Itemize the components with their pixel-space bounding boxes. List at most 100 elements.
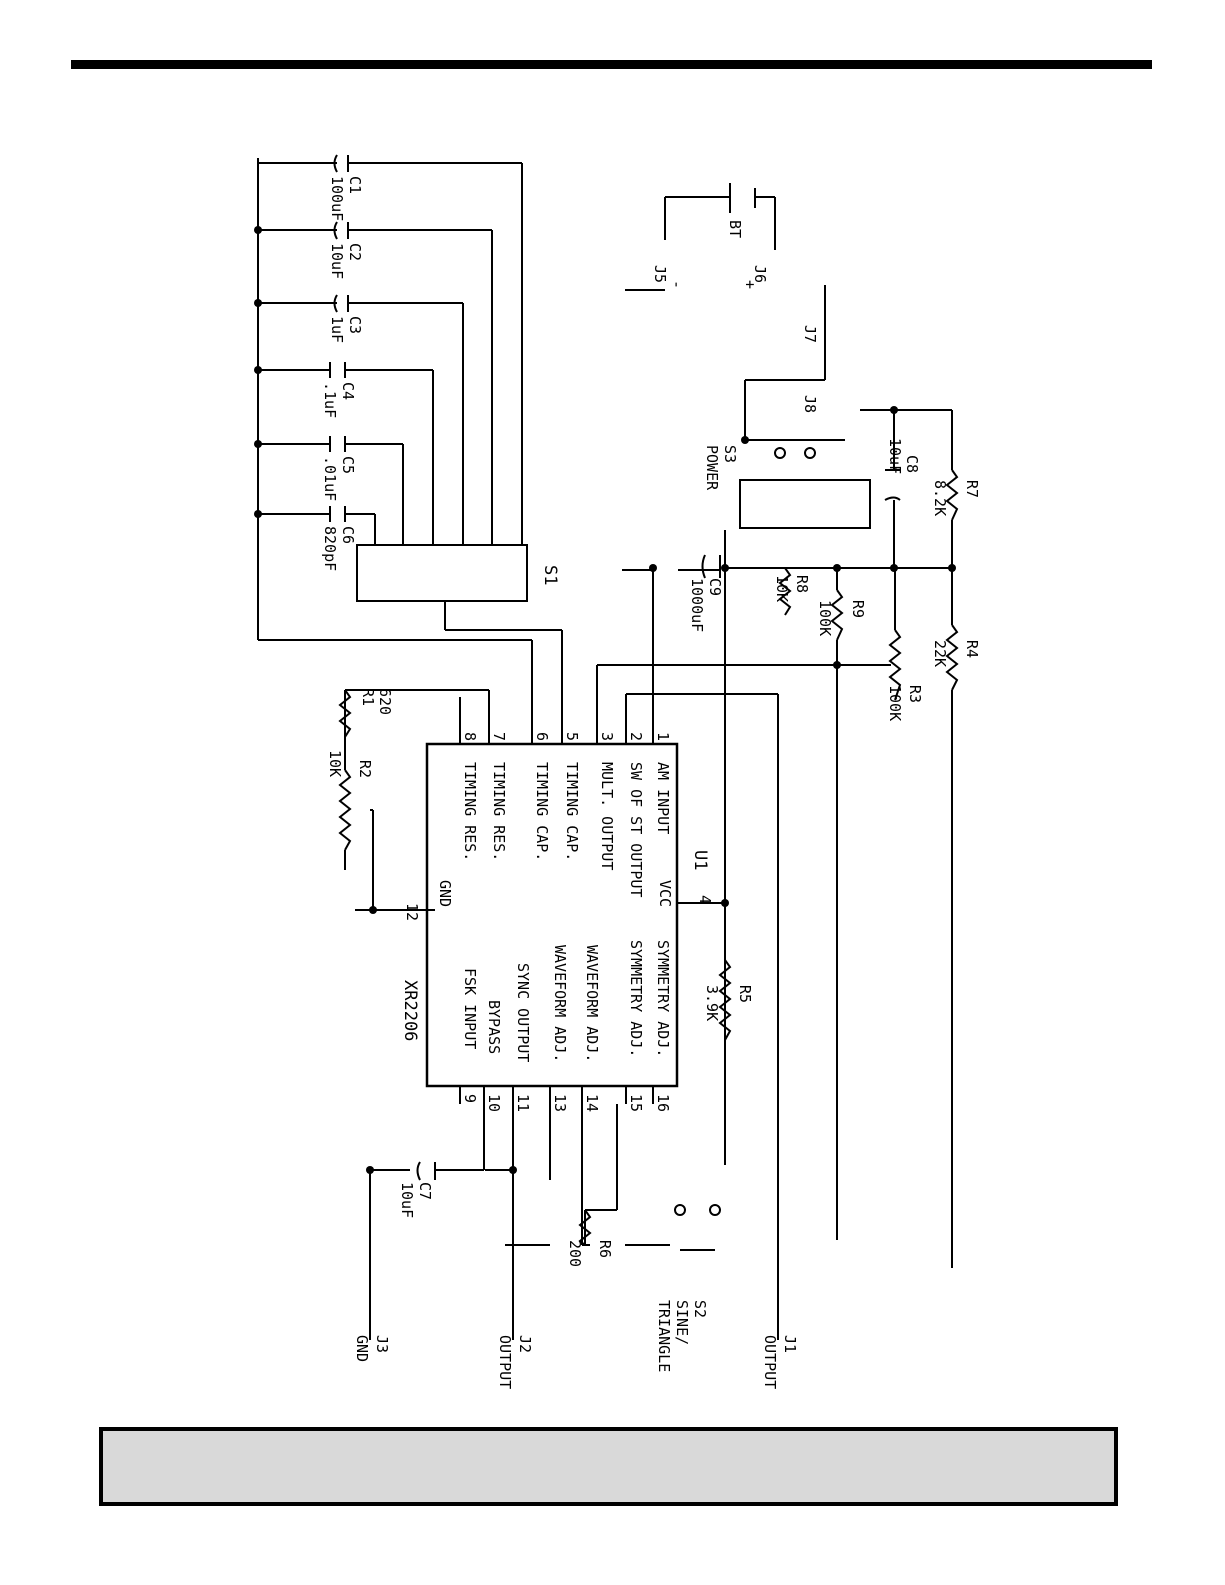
pin-name: WAVEFORM ADJ. [551, 945, 569, 1062]
pin-name: TIMING RES. [490, 762, 508, 861]
jack-j6: J6+ [741, 265, 769, 289]
schematic-label: 10uF [328, 243, 346, 279]
pin-num-gnd: 12 [403, 903, 421, 921]
schematic-label: J1 [781, 1335, 799, 1353]
pin-name: TIMING CAP. [533, 762, 551, 861]
pin-num: 14 [583, 1094, 601, 1112]
schematic-label: 820pF [321, 526, 339, 571]
pin-num: 6 [533, 732, 551, 741]
pin-name: AM INPUT [654, 762, 672, 834]
s1-label: S1 [540, 565, 560, 585]
cap-c3: C3 1uF [328, 294, 364, 343]
vcc-label: VCC [656, 880, 674, 907]
schematic-label: R9 [849, 600, 867, 618]
schematic-label: 22K [931, 640, 949, 667]
res-r7: R78.2K [931, 469, 981, 521]
schematic-label: S3 [721, 445, 739, 463]
cap-c6: C6 820pF [321, 506, 357, 571]
pin-num: 16 [654, 1094, 672, 1112]
s3-power-switch: S3 POWER [703, 445, 871, 529]
schematic-rotated: 1 AM INPUT 2 SW OF ST OUTPUT 3 MULT. OUT… [254, 154, 981, 1389]
schematic-label: J3 [373, 1335, 391, 1353]
schematic-label: .1uF [321, 382, 339, 418]
schematic-label: R6 [596, 1240, 614, 1258]
schematic-label: S2 [691, 1300, 709, 1318]
ic-body [425, 742, 679, 1088]
pin-name: MULT. OUTPUT [598, 762, 616, 870]
cap-c4: C4 .1uF [321, 362, 357, 418]
schematic-label: OUTPUT [496, 1335, 514, 1389]
schematic-label: .01uF [321, 456, 339, 501]
schematic-label: R4 [963, 640, 981, 658]
schematic-label: 620 [376, 688, 394, 715]
schematic-label: C9 [706, 578, 724, 596]
s1-switch [356, 544, 528, 602]
pin-name: SYMMETRY ADJ. [654, 940, 672, 1057]
schematic-label: 3.9K [703, 985, 721, 1021]
schematic-label: J7 [801, 325, 819, 343]
caption-text [103, 1431, 1114, 1447]
schematic-label: C2 [346, 243, 364, 261]
schematic-label: 10uF [398, 1182, 416, 1218]
jack-j5: J5- [651, 265, 686, 289]
cap-c7: C7 10uF [398, 1161, 436, 1218]
pin-num: 1 [654, 732, 672, 741]
schematic-label: TRIANGLE [655, 1300, 673, 1372]
pin-num: 15 [627, 1094, 645, 1112]
pin-num: 7 [490, 732, 508, 741]
schematic-label: J8 [801, 395, 819, 413]
schematic-label: 100uF [328, 176, 346, 221]
pin-num: 2 [627, 732, 645, 741]
pin-num: 5 [563, 732, 581, 741]
schematic-label: 10K [773, 575, 791, 602]
schematic-label: C8 [903, 455, 921, 473]
ic-left-pins: 1 AM INPUT 2 SW OF ST OUTPUT 3 MULT. OUT… [461, 732, 672, 897]
schematic-label: 100K [816, 600, 834, 636]
pin-num: 13 [551, 1094, 569, 1112]
top-rule [71, 60, 1152, 69]
pin-name: SYMMETRY ADJ. [627, 940, 645, 1057]
schematic-label: R3 [906, 685, 924, 703]
ic-part: XR2206 [400, 980, 420, 1041]
pin-num-vcc: 4 [696, 895, 714, 904]
junctions [254, 226, 956, 1174]
cap-c1: C1 100uF [328, 154, 364, 221]
schematic-label: J5 [651, 265, 669, 283]
schematic-label: C6 [339, 526, 357, 544]
pin-num: 10 [485, 1094, 503, 1112]
schematic-label: C7 [416, 1182, 434, 1200]
ic-right-pins: 16 SYMMETRY ADJ. 15 SYMMETRY ADJ. 14 WAV… [461, 940, 672, 1112]
pin-name: SW OF ST OUTPUT [627, 762, 645, 897]
gnd-label: GND [436, 880, 454, 907]
schematic-label: 1uF [328, 316, 346, 343]
schematic-label: C1 [346, 176, 364, 194]
schematic-label: J6 [751, 265, 769, 283]
schematic-label: C3 [346, 316, 364, 334]
jack-j7: J7 [801, 325, 819, 343]
schematic-label: R5 [736, 985, 754, 1003]
schematic-label: POWER [703, 445, 721, 491]
schematic-label: 10K [326, 750, 344, 777]
jack-j8: J8 [801, 395, 819, 413]
pin-name: FSK INPUT [461, 968, 479, 1049]
ic-pin-stubs [427, 725, 695, 1104]
caption-box [99, 1427, 1118, 1506]
schematic-label: R2 [356, 760, 374, 778]
schematic-label: 8.2K [931, 480, 949, 516]
pin-name: TIMING CAP. [563, 762, 581, 861]
pin-name: WAVEFORM ADJ. [583, 945, 601, 1062]
s2-switch: S2 SINE/ TRIANGLE [655, 1204, 721, 1372]
schematic-label: OUTPUT [761, 1335, 779, 1389]
schematic-label: R8 [793, 575, 811, 593]
schematic-label: C4 [339, 382, 357, 400]
ic-ref: U1 [690, 850, 710, 870]
schematic-label: + [741, 280, 759, 289]
